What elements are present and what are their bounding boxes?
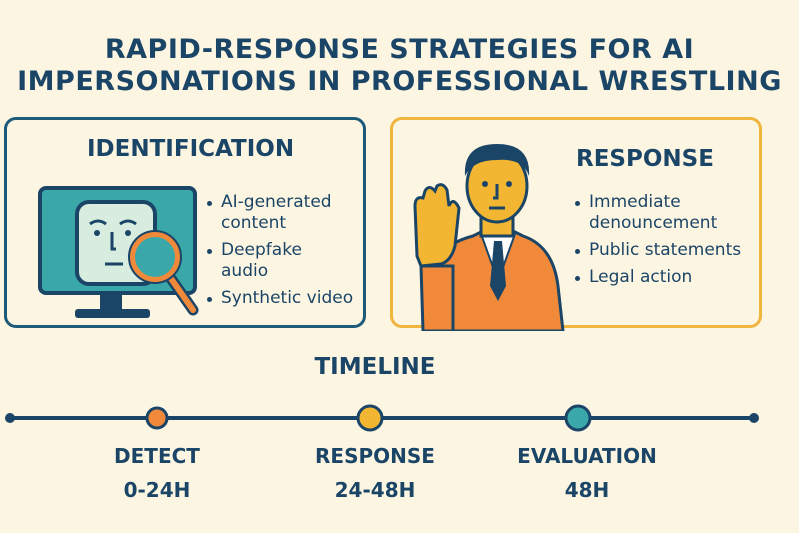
timeline-marker-response (356, 404, 384, 432)
response-heading: RESPONSE (576, 146, 714, 172)
timeline-track (5, 404, 759, 432)
timeline-end-dot (749, 413, 759, 423)
identification-panel: IDENTIFICATION AI-generated content Deep… (4, 117, 366, 328)
timeline-marker-evaluation (564, 404, 592, 432)
timeline-stage-time: 0-24H (123, 478, 191, 502)
timeline-heading: TIMELINE (314, 354, 436, 380)
monitor-face-magnifier-icon (38, 186, 199, 318)
timeline-stage-label: EVALUATION (517, 444, 657, 468)
list-item: AI-generated content (205, 192, 361, 234)
title-line-1: RAPID-RESPONSE STRATEGIES FOR AI (104, 34, 695, 65)
list-item: Immediate denouncement (573, 192, 739, 234)
timeline-stage-label: RESPONSE (315, 444, 435, 468)
timeline-stage-label: DETECT (114, 444, 200, 468)
list-item: Deepfake audio (205, 240, 341, 282)
list-item: Synthetic video (205, 288, 361, 309)
list-item: Legal action (573, 267, 741, 288)
timeline-start-dot (5, 413, 15, 423)
list-item: Public statements (573, 240, 741, 261)
response-list: Immediate denouncement Public statements… (573, 192, 741, 294)
timeline-marker-detect (145, 406, 169, 430)
identification-heading: IDENTIFICATION (87, 136, 295, 162)
timeline-stage-time: 24-48H (334, 478, 416, 502)
man-raised-hand-icon (413, 144, 565, 331)
title-line-2: IMPERSONATIONS IN PROFESSIONAL WRESTLING (17, 66, 782, 97)
identification-list: AI-generated content Deepfake audio Synt… (205, 192, 361, 315)
timeline-stage-time: 48H (564, 478, 610, 502)
response-panel: RESPONSE Immediate denouncement Public s… (390, 117, 762, 331)
